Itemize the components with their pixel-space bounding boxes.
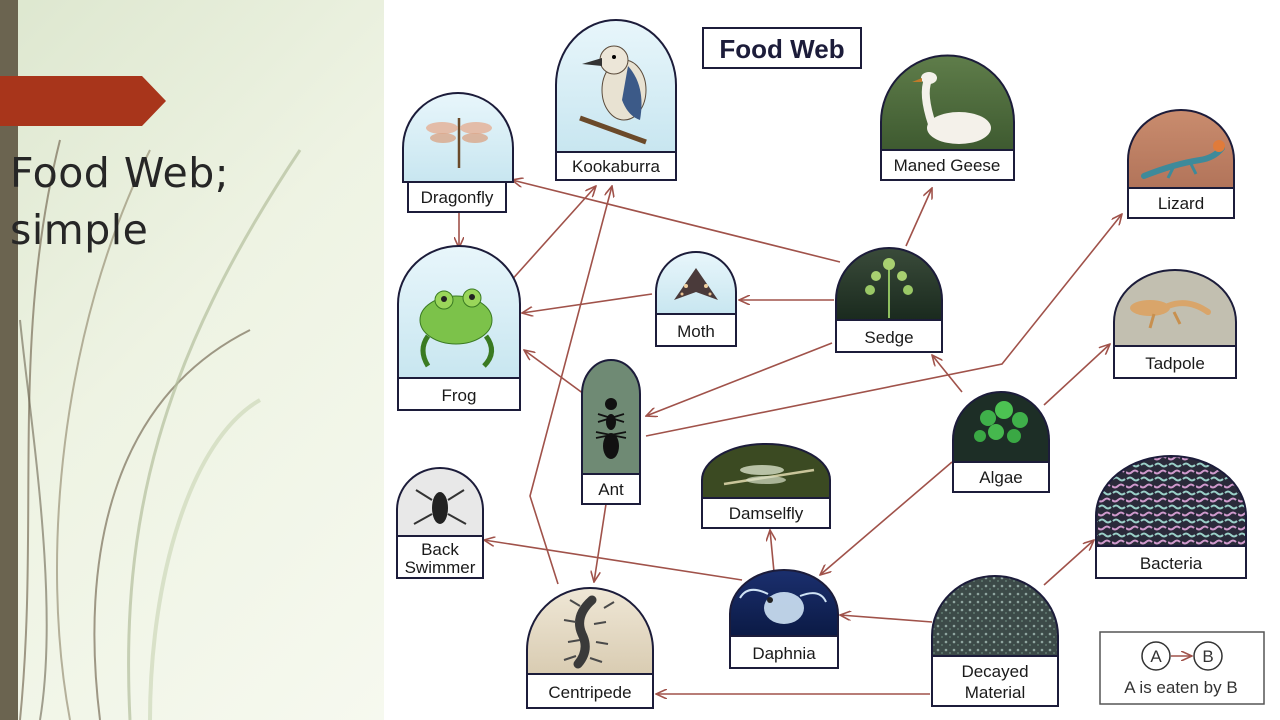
back-swimmer-icon (413, 489, 467, 525)
svg-text:Back: Back (421, 540, 459, 559)
slide-title-line2: simple (10, 206, 149, 254)
svg-text:Bacteria: Bacteria (1140, 554, 1203, 573)
svg-text:Swimmer: Swimmer (405, 558, 476, 577)
arrow-ant-to-centripede (594, 503, 607, 582)
legend: A B A is eaten by B (1099, 631, 1265, 705)
node-kookaburra: Kookaburra (555, 19, 677, 181)
svg-text:Kookaburra: Kookaburra (572, 157, 660, 176)
dragonfly-icon (426, 118, 492, 168)
goose-icon (912, 72, 991, 144)
node-decayed-material: Decayed Material (931, 575, 1059, 707)
arrow-algae-to-sedge (932, 355, 963, 393)
slide-title: Food Web; simple (10, 145, 370, 259)
ant-icon (595, 398, 627, 459)
svg-text:Algae: Algae (979, 468, 1022, 487)
node-dragonfly: Dragonfly (402, 92, 514, 213)
legend-circle-a (1141, 641, 1171, 671)
decorative-swirls (19, 139, 302, 720)
node-centripede: Centripede (526, 587, 654, 709)
node-frog: Frog (397, 245, 521, 411)
arrow-daphnia-to-damselfly (770, 530, 774, 573)
moth-icon (674, 268, 718, 300)
lizard-icon (1141, 140, 1225, 179)
svg-text:Maned Geese: Maned Geese (894, 156, 1001, 175)
arrow-sedge-to-ant (646, 342, 833, 416)
node-moth: Moth (655, 251, 737, 347)
arrow-ant-to-frog (524, 350, 585, 395)
svg-text:Food Web: Food Web (719, 34, 844, 64)
svg-text:Centripede: Centripede (548, 683, 631, 702)
arrow-daphnia-to-backswimmer (484, 540, 743, 581)
node-maned-geese: Maned Geese (880, 54, 1015, 181)
sedge-icon (865, 258, 913, 318)
node-lizard: Lizard (1127, 109, 1235, 219)
arrow-decayed-to-bacteria (1043, 540, 1094, 586)
legend-circle-b (1193, 641, 1223, 671)
node-algae: Algae (952, 391, 1050, 493)
svg-text:A is eaten by B: A is eaten by B (1124, 678, 1237, 697)
node-sedge: Sedge (835, 247, 943, 353)
svg-text:Tadpole: Tadpole (1145, 354, 1205, 373)
slide-title-line1: Food Web; (10, 149, 230, 197)
svg-text:Decayed: Decayed (961, 662, 1028, 681)
arrow-decayed-to-daphnia (840, 615, 933, 623)
food-web-diagram: Food Web Kookaburra (384, 0, 1280, 720)
arrow-sedge-to-dragonfly (512, 180, 841, 263)
arrow-moth-to-frog (522, 293, 653, 313)
kookaburra-icon (579, 45, 647, 145)
left-border-strip (0, 0, 18, 720)
damselfly-icon (723, 465, 815, 486)
node-ant: Ant (581, 359, 641, 505)
food-web-arrows (459, 180, 1122, 694)
accent-arrow-tab (0, 76, 166, 126)
svg-text:Frog: Frog (442, 386, 477, 405)
arrow-centripede-to-kookaburra (529, 186, 612, 585)
svg-text:B: B (1202, 647, 1213, 666)
svg-text:Moth: Moth (677, 322, 715, 341)
node-damselfly: Damselfly (701, 443, 831, 529)
centipede-icon (563, 595, 615, 669)
svg-text:A: A (1150, 647, 1162, 666)
node-back-swimmer: Back Swimmer (396, 467, 484, 579)
diagram-title: Food Web (702, 27, 862, 69)
arrow-ant-to-lizard (645, 214, 1122, 437)
svg-text:Lizard: Lizard (1158, 194, 1204, 213)
svg-text:Sedge: Sedge (864, 328, 913, 347)
svg-text:Material: Material (965, 683, 1025, 702)
svg-text:Damselfly: Damselfly (729, 504, 804, 523)
node-tadpole: Tadpole (1113, 269, 1237, 379)
node-bacteria: Bacteria (1095, 455, 1247, 579)
frog-icon (419, 288, 494, 368)
slide-background: Food Web; simple (0, 0, 384, 720)
algae-icon (974, 401, 1028, 443)
tadpole-icon (1130, 300, 1211, 329)
node-daphnia: Daphnia (729, 569, 839, 669)
svg-text:Dragonfly: Dragonfly (421, 188, 494, 207)
svg-text:Ant: Ant (598, 480, 624, 499)
arrow-algae-to-tadpole (1043, 344, 1110, 406)
svg-text:Daphnia: Daphnia (752, 644, 816, 663)
arrow-frog-to-kookaburra (508, 186, 596, 284)
daphnia-icon (739, 588, 827, 624)
arrow-algae-to-daphnia (820, 461, 953, 575)
arrow-sedge-to-geese (905, 188, 932, 247)
